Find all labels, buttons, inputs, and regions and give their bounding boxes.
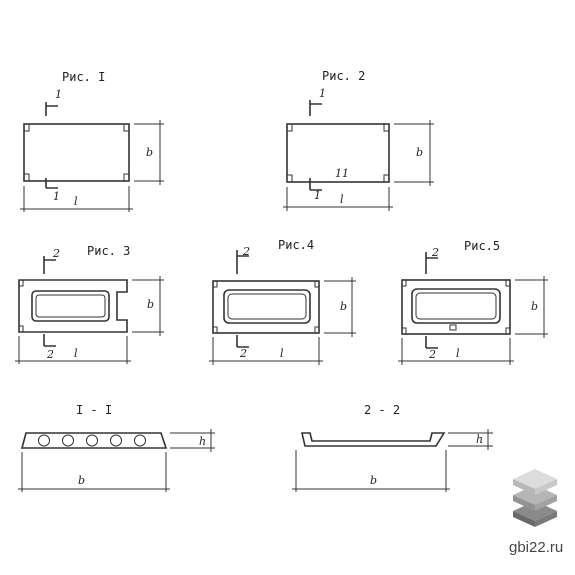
figure-5-title: Рис.5 — [464, 239, 500, 253]
figure-3-hollow-outline — [31, 290, 110, 322]
section-1-1: I - I b h — [18, 403, 215, 492]
hollow-circle — [110, 434, 122, 447]
section-2-2-height-dimension — [448, 429, 493, 450]
figure-5-plan — [401, 279, 511, 335]
section-1-1-height-dimension — [170, 429, 215, 452]
figure-4-section-label-bottom: 2 — [239, 347, 247, 360]
figure-2-length-label: l — [340, 193, 344, 206]
figure-1-title: Рис. I — [62, 70, 105, 84]
figure-5-corner-marks — [402, 280, 510, 334]
section-1-1-title: I - I — [76, 403, 112, 417]
figure-3-section-label-top: 2 — [52, 247, 60, 260]
figure-2-section-mark-bottom: 1 — [309, 178, 322, 202]
figure-5-length-label: l — [456, 347, 460, 360]
figure-4-section-label-top: 2 — [242, 245, 250, 258]
figure-2-section-label-top: 1 — [319, 87, 326, 100]
figure-3-length-dimension — [15, 336, 131, 364]
figure-3-length-label: l — [74, 347, 78, 360]
section-1-1-width-dimension — [18, 452, 170, 492]
figure-1-section-mark-top: 1 — [45, 88, 62, 116]
figure-1-length-label: l — [74, 195, 78, 208]
figure-5-lifting-loop-mark — [449, 324, 457, 331]
figure-2-section-label-bottom: 1 — [314, 189, 321, 202]
figure-3-section-label-bottom: 2 — [46, 348, 54, 361]
stacked-slabs-logo-icon — [513, 469, 557, 527]
figure-4-hollow-outline — [223, 289, 311, 324]
figure-2-width-label: b — [416, 146, 423, 159]
figure-1-length-dimension — [20, 186, 133, 212]
hollow-circle — [134, 434, 146, 447]
section-1-1-width-label: b — [78, 474, 85, 487]
figure-4: Рис.4 2 2 l b — [209, 238, 356, 365]
figure-2-mark: 11 — [335, 167, 349, 180]
hollow-circle — [38, 434, 50, 447]
figure-2-length-dimension — [283, 187, 393, 211]
figure-1: Рис. I 1 1 l b — [20, 70, 164, 212]
figure-5-width-dimension — [515, 276, 548, 338]
figure-2: Рис. 2 11 1 1 l b — [283, 69, 434, 211]
figure-3-hollow-inner — [35, 294, 106, 318]
section-1-1-height-label: h — [199, 435, 206, 448]
figure-5-section-mark-bottom: 2 — [425, 336, 438, 361]
section-2-2-width-dimension — [292, 450, 450, 492]
figure-4-width-dimension — [324, 277, 356, 337]
figure-5: Рис.5 2 2 l b — [398, 239, 548, 365]
figure-1-section-label-top: 1 — [55, 88, 62, 101]
figure-4-hollow-inner — [227, 293, 307, 320]
figure-3-corner-marks — [19, 280, 24, 332]
figure-5-section-label-top: 2 — [431, 246, 439, 259]
figure-3-section-mark-top: 2 — [43, 247, 60, 274]
figure-4-plan — [212, 280, 320, 334]
figure-5-hollow-outline — [411, 288, 501, 324]
section-2-2-height-label: h — [476, 433, 483, 446]
figure-4-section-mark-top: 2 — [236, 245, 250, 274]
figure-4-section-mark-bottom: 2 — [236, 335, 249, 360]
figure-3-section-mark-bottom: 2 — [43, 334, 56, 361]
figure-4-length-dimension — [209, 337, 323, 365]
figure-3-width-label: b — [147, 298, 154, 311]
figure-1-corner-marks — [24, 124, 129, 181]
figure-3-title: Рис. 3 — [87, 244, 130, 258]
figure-3-plan — [18, 279, 128, 333]
hollow-circle — [86, 434, 98, 447]
figure-2-title: Рис. 2 — [322, 69, 365, 83]
figure-4-corner-marks — [213, 281, 319, 333]
section-1-1-hollows — [38, 434, 146, 447]
watermark-text: gbi22.ru — [509, 539, 563, 556]
figure-5-section-label-bottom: 2 — [428, 348, 436, 361]
section-1-1-outline — [20, 432, 168, 449]
section-2-2: 2 - 2 b h — [292, 403, 493, 492]
section-2-2-width-label: b — [370, 474, 377, 487]
figure-1-plan — [23, 123, 130, 182]
figure-5-hollow-inner — [415, 292, 497, 320]
figure-5-section-mark-top: 2 — [425, 246, 439, 274]
figure-2-plan — [286, 123, 390, 183]
figure-5-length-dimension — [398, 338, 514, 365]
figure-2-width-dimension — [394, 120, 434, 186]
section-2-2-outline — [300, 432, 446, 447]
figure-2-section-mark-top: 1 — [309, 87, 326, 116]
figure-1-width-label: b — [146, 146, 153, 159]
figure-4-width-label: b — [340, 300, 347, 313]
figure-4-title: Рис.4 — [278, 238, 314, 252]
figure-2-corner-marks — [287, 124, 389, 182]
figure-4-length-label: l — [280, 347, 284, 360]
section-2-2-title: 2 - 2 — [364, 403, 400, 417]
figure-3-width-dimension — [132, 276, 164, 336]
figure-1-section-label-bottom: 1 — [53, 190, 60, 203]
figure-1-width-dimension — [134, 120, 164, 185]
figure-5-width-label: b — [531, 300, 538, 313]
hollow-circle — [62, 434, 74, 447]
figure-1-section-mark-bottom: 1 — [45, 178, 60, 203]
figure-3: Рис. 3 2 2 l b — [15, 244, 164, 364]
